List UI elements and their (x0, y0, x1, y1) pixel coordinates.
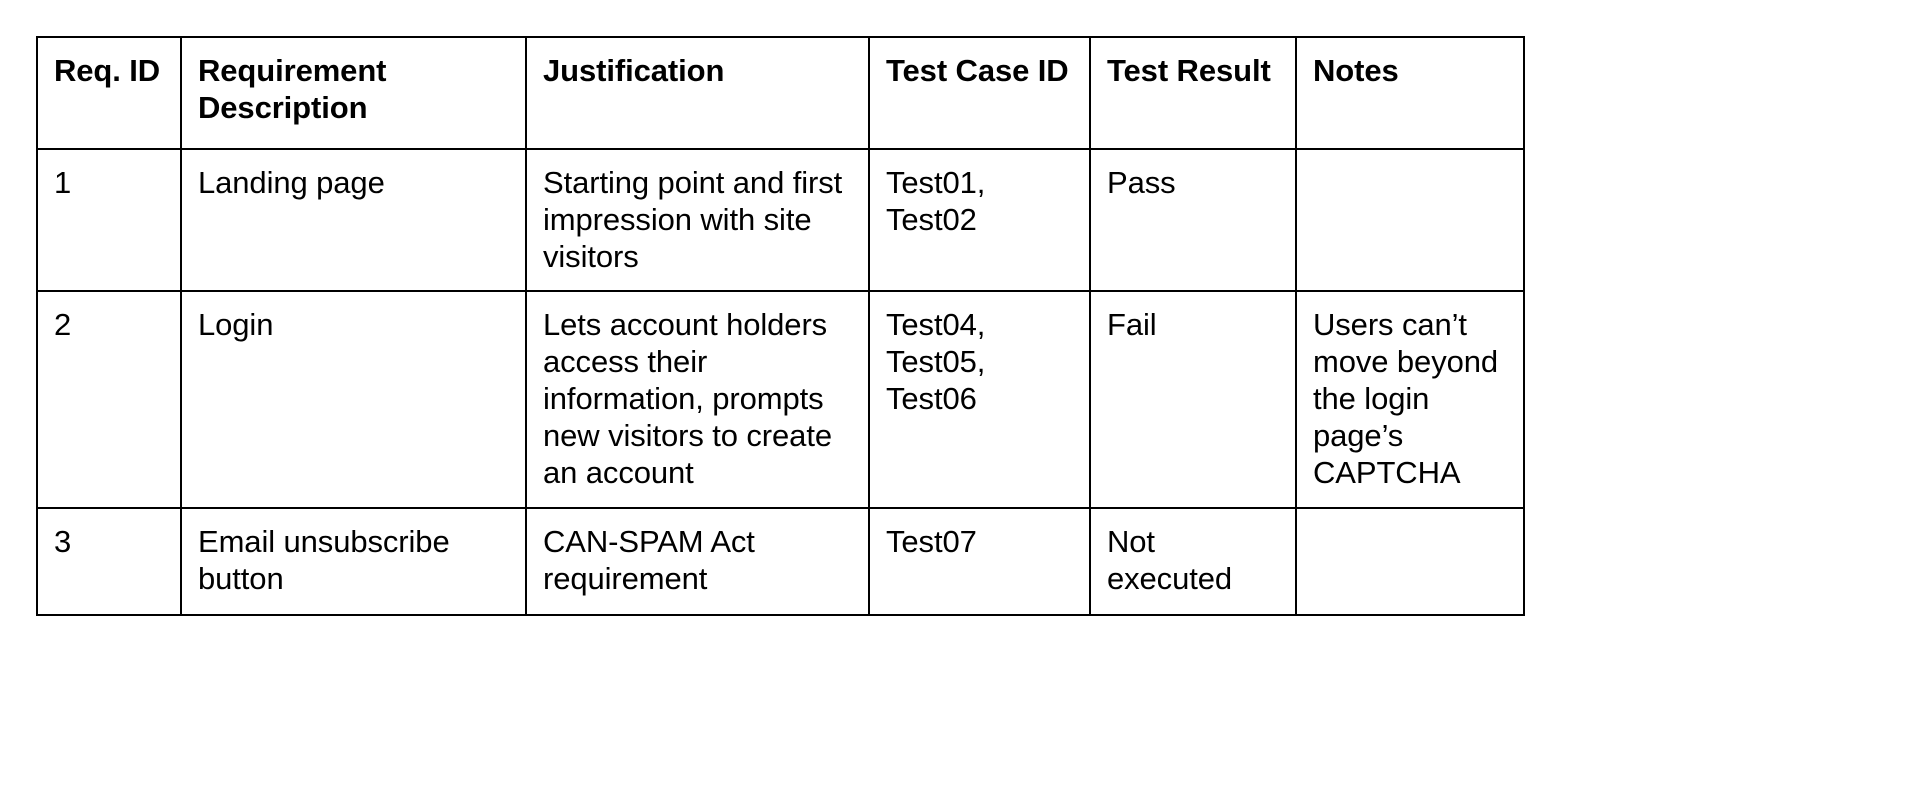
column-header-test-case-id: Test Case ID (868, 36, 1091, 150)
column-header-req-id: Req. ID (36, 36, 182, 150)
cell-requirement-description: Email unsubscribe button (180, 506, 527, 616)
cell-value: Users can’t move beyond the login page’s… (1313, 306, 1499, 491)
cell-value: Test04, Test05, Test06 (886, 306, 986, 416)
cell-justification: Lets account holders access their inform… (525, 289, 870, 509)
cell-justification: CAN-SPAM Act requirement (525, 506, 870, 616)
cell-value: Landing page (198, 165, 385, 200)
status-badge: Pass (1107, 165, 1176, 200)
cell-value: 3 (54, 523, 72, 559)
cell-value (1313, 164, 1509, 165)
column-header-label: Requirement Description (198, 53, 387, 126)
table-row: 3 Email unsubscribe button CAN-SPAM Act … (36, 506, 1525, 616)
column-header-label: Justification (543, 53, 725, 88)
cell-value: Test01, Test02 (886, 165, 986, 238)
column-header-label: Test Result (1107, 53, 1271, 88)
cell-notes (1295, 148, 1525, 292)
cell-value: Login (198, 306, 274, 342)
cell-value: 2 (54, 306, 72, 342)
table-body: 1 Landing page Starting point and first … (36, 148, 1525, 616)
cell-requirement-description: Landing page (180, 148, 527, 292)
cell-notes: Users can’t move beyond the login page’s… (1295, 289, 1525, 509)
cell-value: Starting point and first impression with… (543, 165, 843, 275)
cell-test-result: Pass (1089, 148, 1297, 292)
cell-value: CAN-SPAM Act requirement (543, 523, 755, 596)
cell-test-case-id: Test01, Test02 (868, 148, 1091, 292)
cell-justification: Starting point and first impression with… (525, 148, 870, 292)
cell-value: Lets account holders access their inform… (543, 306, 832, 491)
column-header-notes: Notes (1295, 36, 1525, 150)
column-header-requirement-description: Requirement Description (180, 36, 527, 150)
cell-value: Email unsubscribe button (198, 523, 450, 596)
column-header-label: Test Case ID (886, 53, 1069, 88)
column-header-label: Req. ID (54, 53, 161, 88)
column-header-justification: Justification (525, 36, 870, 150)
cell-req-id: 2 (36, 289, 182, 509)
requirements-traceability-table: Req. ID Requirement Description Justific… (36, 36, 1525, 616)
table-row: 2 Login Lets account holders access thei… (36, 289, 1525, 509)
table-header: Req. ID Requirement Description Justific… (36, 36, 1525, 150)
cell-requirement-description: Login (180, 289, 527, 509)
cell-req-id: 3 (36, 506, 182, 616)
status-badge: Fail (1107, 306, 1157, 342)
cell-value (1313, 523, 1509, 524)
cell-test-case-id: Test04, Test05, Test06 (868, 289, 1091, 509)
cell-test-result: Fail (1089, 289, 1297, 509)
cell-notes (1295, 506, 1525, 616)
column-header-label: Notes (1313, 53, 1399, 88)
cell-value: 1 (54, 165, 72, 200)
column-header-test-result: Test Result (1089, 36, 1297, 150)
cell-test-case-id: Test07 (868, 506, 1091, 616)
cell-value: Test07 (886, 523, 977, 559)
cell-test-result: Not executed (1089, 506, 1297, 616)
status-badge: Not executed (1107, 523, 1233, 596)
table-header-row: Req. ID Requirement Description Justific… (36, 36, 1525, 150)
table-row: 1 Landing page Starting point and first … (36, 148, 1525, 292)
cell-req-id: 1 (36, 148, 182, 292)
